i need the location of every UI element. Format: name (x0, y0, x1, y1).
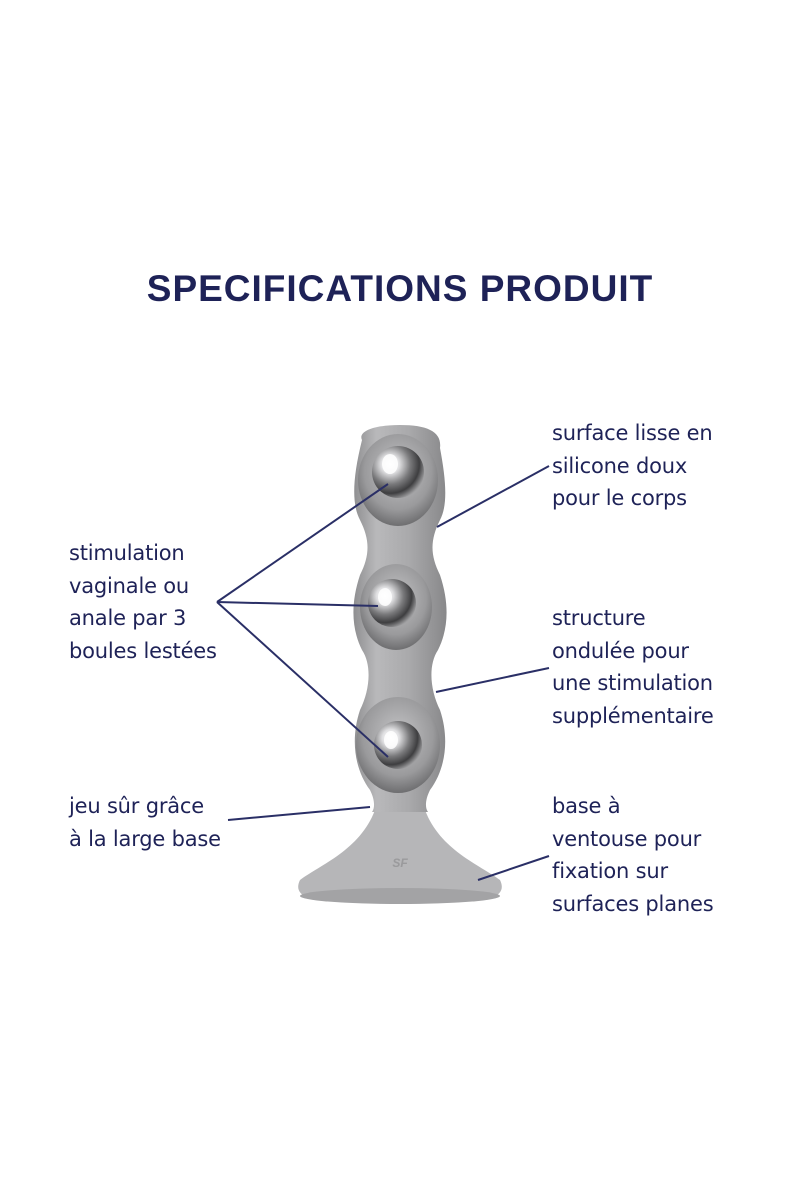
leader-line-surface (436, 465, 550, 528)
leader-line-ball-1 (216, 483, 389, 603)
leader-line-base-safety (227, 806, 371, 821)
callout-balls: stimulation vaginale ou anale par 3 boul… (69, 541, 217, 663)
callout-base-safety: jeu sûr grâce à la large base (69, 794, 221, 851)
callout-suction: base à ventouse pour fixation sur surfac… (552, 794, 714, 916)
leader-line-ball-3 (216, 601, 389, 758)
leader-line-suction (477, 855, 550, 881)
page-title: SPECIFICATIONS PRODUIT (146, 268, 654, 309)
leader-line-structure (435, 667, 550, 693)
leader-lines (216, 465, 550, 881)
brand-logo: SF (392, 856, 408, 870)
ball-1 (358, 434, 438, 526)
ball-3 (356, 697, 440, 793)
callout-surface: surface lisse en silicone doux pour le c… (552, 421, 713, 510)
leader-line-ball-2 (216, 601, 379, 607)
ball-2 (360, 564, 432, 650)
callout-structure: structure ondulée pour une stimulation s… (552, 606, 714, 728)
suction-base: SF (298, 810, 502, 904)
